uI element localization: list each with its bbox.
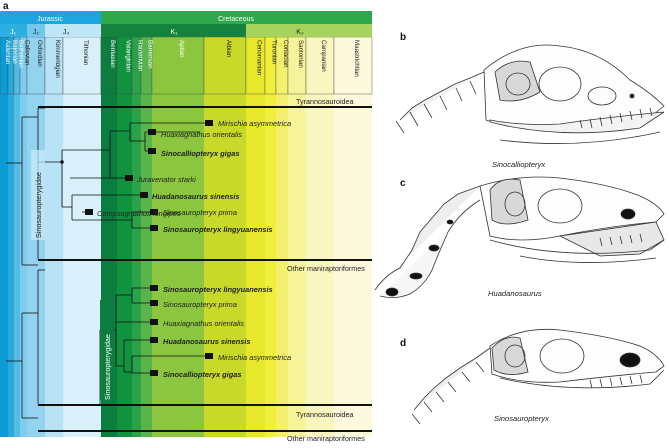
stage-name-cenomanian: Cenomanian (256, 40, 263, 76)
epoch-k2-label: K₂ (296, 29, 304, 36)
taxon-sinosauropteryx-lingyuanensis-top: Sinosauropteryx lingyuanensis (163, 225, 273, 234)
stage-name-kimmeridgian: Kimmeridgian (54, 40, 61, 78)
stage-name-coniacian: Coniacian (282, 40, 289, 68)
taxon-range-bars (85, 120, 213, 376)
stage-name-bajocian: Bajocian (11, 40, 18, 64)
stage-name-campanian: Campanian (320, 40, 327, 72)
epoch-k1-label: K₁ (170, 29, 178, 36)
panel-label-c: c (400, 178, 406, 189)
epoch-j1-label: J₁ (10, 29, 17, 36)
panel-label-b: b (400, 32, 406, 43)
stage-name-tithonian: Tithonian (82, 40, 89, 66)
stage-name-santonian: Santonian (297, 40, 304, 68)
epoch-k2-bar (246, 24, 372, 37)
tree-top-node (60, 160, 64, 164)
stage-column-campanian (306, 37, 334, 437)
clade-label-box-top (31, 150, 45, 240)
epoch-j2-label: J₂ (33, 29, 40, 36)
epoch-k1-bar (101, 24, 246, 37)
taxon-mirischia-top: Mirischia asymmetrica (218, 119, 291, 128)
taxon-sinosauropteryx-prima-top: Sinosauropteryx prima (163, 208, 237, 217)
epoch-j2-bar (27, 24, 45, 37)
taxon-juravenator-top: Juravenator starki (136, 175, 196, 184)
caption-huadanosaurus: Huadanosaurus (488, 289, 542, 298)
stage-column-valanginian (117, 37, 132, 437)
stage-background-columns (0, 36, 373, 437)
stage-name-hauterivian: Hauterivian (137, 40, 144, 72)
jurassic-label: Jurassic (37, 16, 63, 23)
stage-column-bajocian (8, 37, 14, 437)
outgroup-bars (38, 106, 372, 432)
clade-label-bottom: Sinosauropterygidae (103, 334, 112, 400)
epoch-j1-bar (0, 24, 27, 37)
taxon-compsognathus-top: Compsognathus longipes (97, 209, 181, 218)
clade-label-box-bottom (100, 300, 114, 400)
caption-sinocalliopteryx: Sinocalliopteryx (492, 160, 546, 169)
stage-name-berriasian: Berriasian (109, 40, 116, 68)
clade-labels: Sinosauropterygidae Sinosauropterygidae (31, 150, 114, 400)
taxon-sinosauropteryx-prima-bottom: Sinosauropteryx prima (163, 300, 237, 309)
stage-column-hauterivian (132, 37, 141, 437)
outgroup-tyrannosauroidea-top: Tyrannosauroidea (296, 97, 354, 106)
taxon-mirischia-bottom: Mirischia asymmetrica (218, 353, 291, 362)
stage-name-turonian: Turonian (271, 40, 278, 65)
clade-label-top: Sinosauropterygidae (34, 172, 43, 238)
epoch-j3-bar (45, 24, 101, 37)
stage-column-turonian (265, 37, 276, 437)
stage-column-coniacian (276, 37, 288, 437)
taxon-sinocalliopteryx-top: Sinocalliopteryx gigas (161, 149, 239, 158)
stage-column-albian (204, 37, 246, 437)
skull-sinosauropteryx-drawing: d Sinosauropteryx (400, 329, 665, 425)
tree-top-labels: Tyrannosauroidea Mirischia asymmetrica H… (97, 97, 365, 273)
stage-column-santonian (288, 37, 306, 437)
panel-label-d: d (400, 338, 406, 349)
caption-sinosauropteryx: Sinosauropteryx (494, 414, 550, 423)
skull-huadanosaurus-drawing: c Huadanosaurus (374, 176, 665, 298)
stage-name-valanginian: Valanginian (125, 40, 132, 72)
stage-name-aalenian: Aalenian (4, 40, 11, 65)
stage-name-oxfordian: Oxfordian (36, 40, 43, 67)
stage-name-bathonian: Bathonian (17, 40, 24, 68)
stage-name-callovian: Callovian (24, 40, 31, 66)
cretaceous-period-bar (101, 11, 372, 24)
tree-bottom-labels: Sinosauropteryx lingyuanensis Sinosaurop… (163, 285, 365, 443)
stage-name-aptian: Aptian (178, 40, 185, 58)
cretaceous-label: Cretaceous (218, 16, 254, 23)
stage-column-cenomanian (246, 37, 265, 437)
stage-name-barremian: Barremian (147, 40, 154, 69)
outgroup-maniraptoriformes-bottom: Other maniraptoriformes (287, 434, 365, 443)
taxon-huaxiagnathus-top: Huaxiagnathus orientalis (161, 130, 242, 139)
stage-column-kimmeridgian (45, 37, 63, 437)
epoch-header: J₁ J₂ J₃ K₁ K₂ (0, 24, 372, 37)
tree-bottom-branches (6, 269, 205, 419)
outgroup-tyrannosauroidea-bottom: Tyrannosauroidea (296, 410, 354, 419)
jurassic-period-bar (0, 11, 101, 24)
panel-label-a: a (3, 1, 9, 12)
epoch-j3-label: J₃ (63, 29, 70, 36)
outgroup-maniraptoriformes-top: Other maniraptoriformes (287, 264, 365, 273)
stage-column-aalenian (0, 37, 8, 437)
taxon-sinocalliopteryx-bottom: Sinocalliopteryx gigas (163, 370, 241, 379)
taxon-huadanosaurus-top: Huadanosaurus sinensis (152, 192, 239, 201)
period-header: Jurassic Cretaceous (0, 11, 372, 24)
stage-column-barremian (141, 37, 152, 437)
stage-name-maastrichtian: Maastrichtian (353, 40, 360, 77)
stage-column-maastrichtian (334, 37, 372, 437)
stage-column-aptian (152, 37, 204, 437)
taxon-huadanosaurus-bottom: Huadanosaurus sinensis (163, 337, 250, 346)
stage-name-albian: Albian (225, 40, 232, 58)
taxon-huaxiagnathus-bottom: Huaxiagnathus orientalis (163, 319, 244, 328)
skull-sinocalliopteryx-drawing: b Sinocalliopteryx (395, 32, 665, 169)
stage-column-tithonian (63, 37, 101, 437)
taxon-sinosauropteryx-lingyuanensis-bottom: Sinosauropteryx lingyuanensis (163, 285, 273, 294)
stage-column-callovian (20, 37, 27, 437)
stage-column-bathonian (14, 37, 20, 437)
